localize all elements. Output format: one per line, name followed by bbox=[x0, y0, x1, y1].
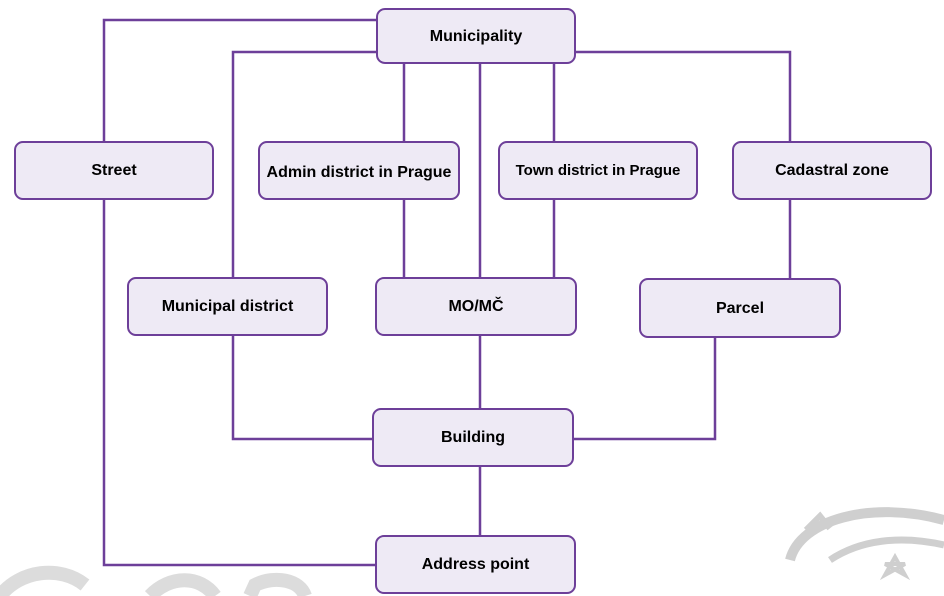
node-municipal-district: Municipal district bbox=[127, 277, 328, 336]
node-label: Town district in Prague bbox=[515, 162, 681, 179]
connector-street-address-point bbox=[102, 200, 375, 567]
node-label: Cadastral zone bbox=[775, 162, 889, 179]
connector-municipality-municipal-district bbox=[231, 50, 376, 277]
node-label: Municipality bbox=[429, 27, 523, 45]
node-label: Municipal district bbox=[161, 298, 294, 315]
node-building: Building bbox=[372, 408, 574, 467]
node-label: Admin district in Prague bbox=[266, 164, 452, 181]
node-label: Building bbox=[441, 429, 505, 446]
connector-parcel-building bbox=[574, 338, 717, 441]
node-label: Parcel bbox=[715, 299, 765, 317]
node-street: Street bbox=[14, 141, 214, 200]
node-address-point: Address point bbox=[375, 535, 576, 594]
node-mo-mc: MO/MČ bbox=[375, 277, 577, 336]
node-label: Street bbox=[91, 162, 137, 179]
node-admin-district-in-prague: Admin district in Prague bbox=[258, 141, 460, 200]
node-parcel: Parcel bbox=[639, 278, 841, 338]
node-label: Address point bbox=[421, 556, 530, 573]
connector-street-municipality bbox=[102, 18, 376, 141]
node-town-district-in-prague: Town district in Prague bbox=[498, 141, 698, 200]
node-cadastral-zone: Cadastral zone bbox=[732, 141, 932, 200]
node-municipality: Municipality bbox=[376, 8, 576, 64]
connector-municipality-cadastral-zone bbox=[576, 50, 792, 141]
connector-municipal-district-building bbox=[231, 336, 372, 441]
node-label: MO/MČ bbox=[448, 298, 504, 315]
